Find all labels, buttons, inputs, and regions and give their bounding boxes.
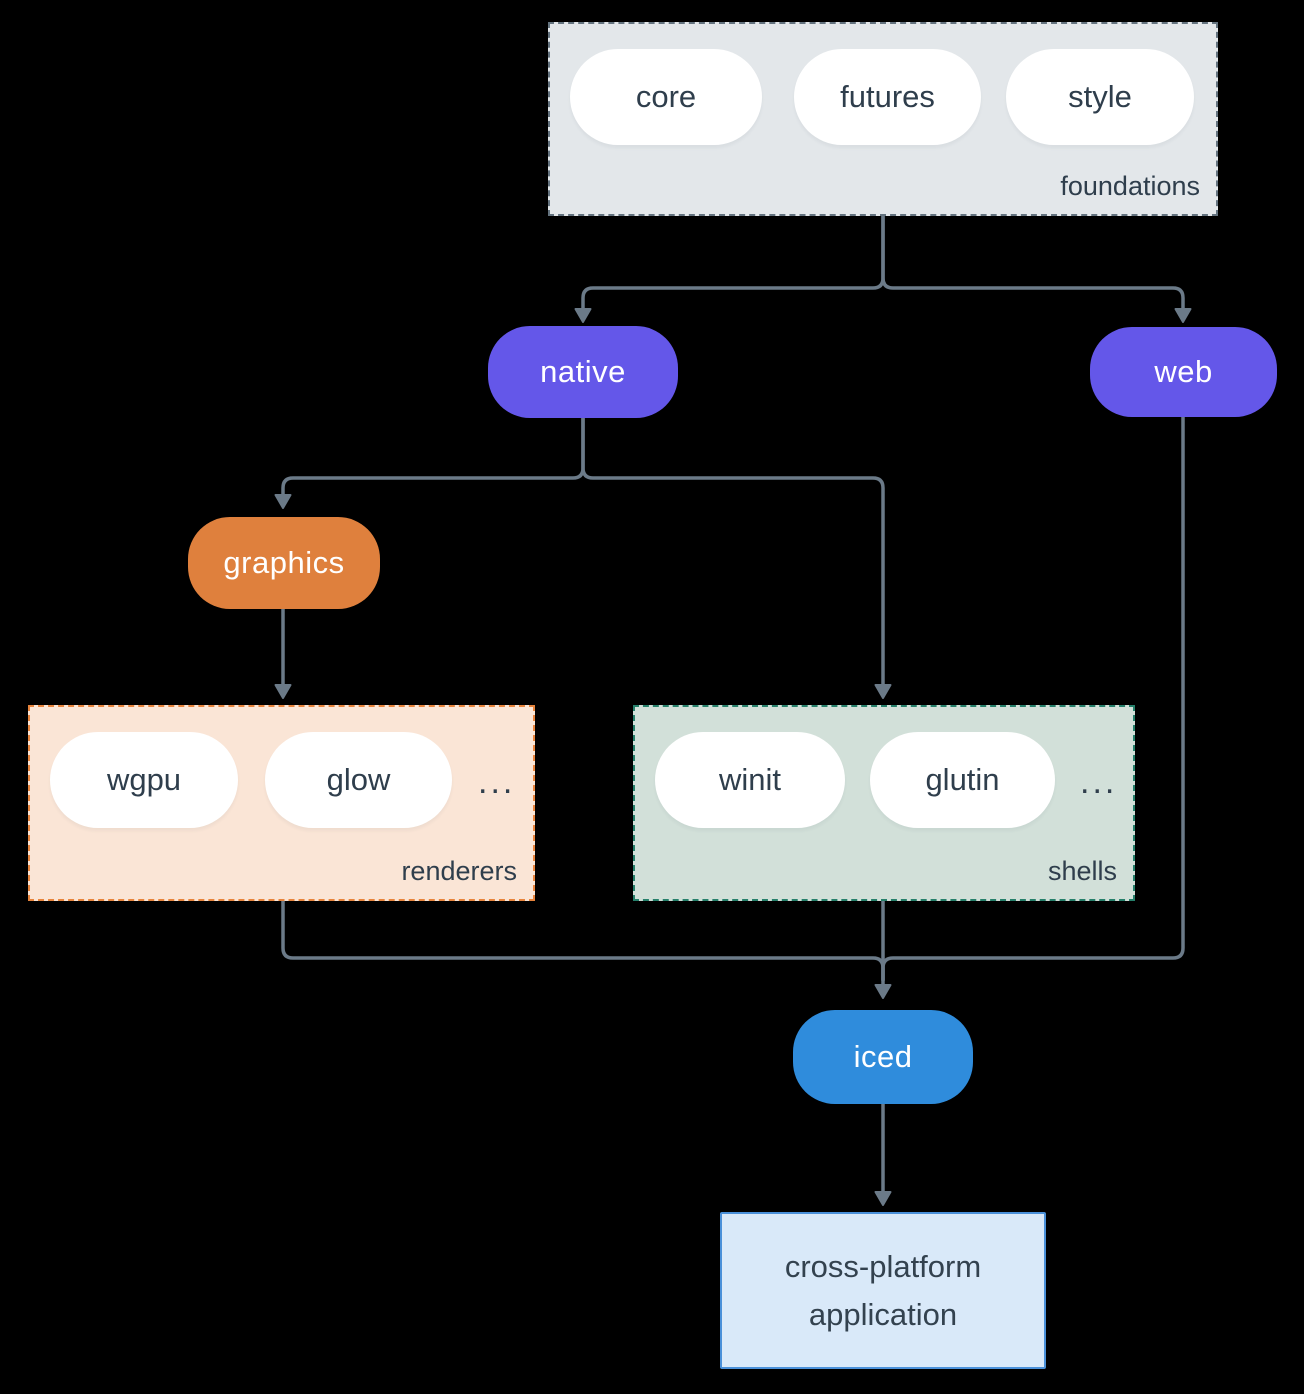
node-core: core (570, 49, 762, 145)
app-label-line1: cross-platform (784, 1248, 982, 1284)
node-graphics: graphics (188, 517, 380, 609)
edge-foundations-native (581, 214, 885, 313)
node-glutin: glutin (870, 732, 1055, 828)
arrowhead-native (574, 308, 592, 323)
arrowhead-iced (874, 984, 892, 999)
node-glow: glow (265, 732, 452, 828)
node-wgpu: wgpu (50, 732, 238, 828)
arrowhead-graphics (274, 494, 292, 509)
shells-group: winit glutin ... shells (633, 705, 1135, 901)
cross-platform-application-box: cross-platform application (720, 1212, 1046, 1369)
arrowhead-shells (874, 684, 892, 699)
shells-ellipsis: ... (1080, 763, 1118, 801)
edge-renderers-iced (281, 899, 885, 982)
node-iced: iced (793, 1010, 973, 1104)
foundations-group: core futures style foundations (548, 22, 1218, 216)
node-style: style (1006, 49, 1194, 145)
edge-native-shells (581, 416, 885, 689)
node-winit: winit (655, 732, 845, 828)
node-web: web (1090, 327, 1277, 417)
shells-label: shells (1047, 856, 1117, 886)
app-label-line2: application (808, 1296, 958, 1332)
renderers-group: wgpu glow ... renderers (28, 705, 535, 901)
arrowhead-renderers (274, 684, 292, 699)
renderers-ellipsis: ... (478, 763, 516, 801)
foundations-label: foundations (1060, 171, 1200, 201)
arrowhead-web (1174, 308, 1192, 323)
arrowhead-app (874, 1191, 892, 1206)
renderers-label: renderers (401, 856, 517, 886)
edge-foundations-web (881, 214, 1185, 313)
node-native: native (488, 326, 678, 418)
node-futures: futures (794, 49, 981, 145)
edge-native-graphics (281, 416, 585, 499)
